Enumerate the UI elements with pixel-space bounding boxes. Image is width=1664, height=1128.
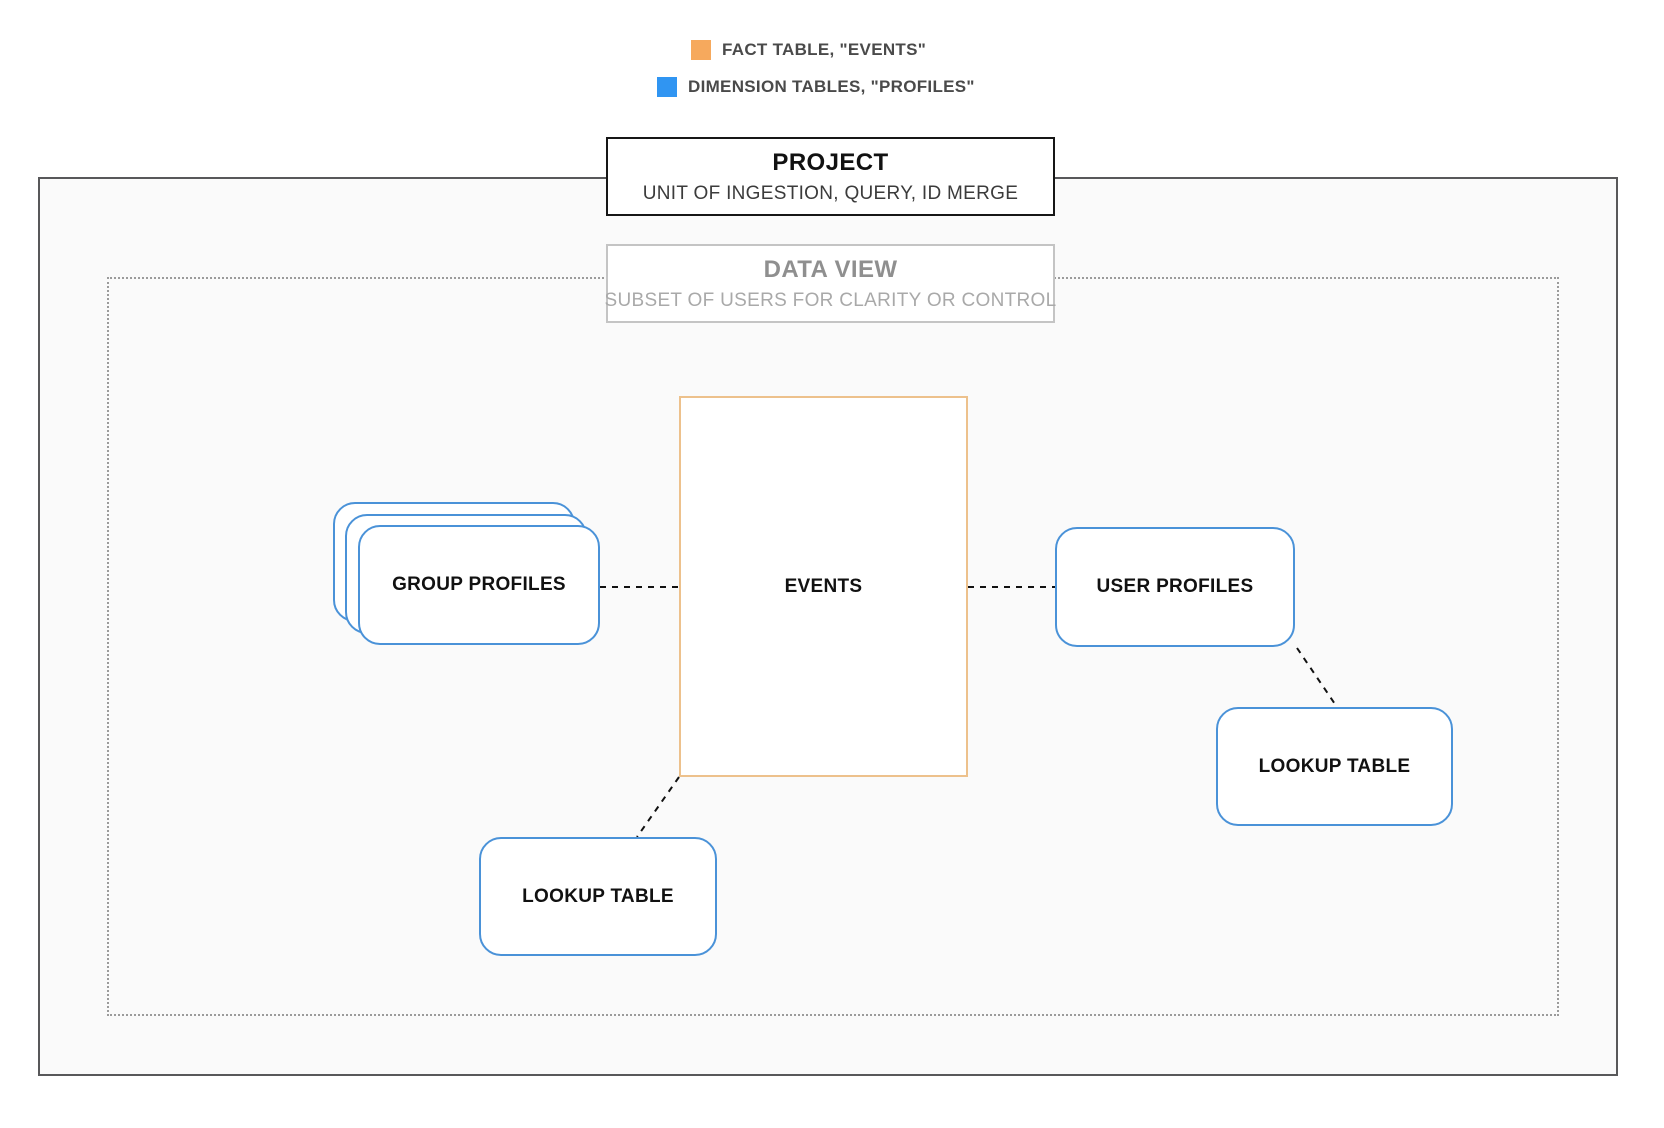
- node-user-profiles-label: USER PROFILES: [1096, 576, 1254, 597]
- node-lookup-table-right: LOOKUP TABLE: [1216, 707, 1453, 826]
- data-view-title: DATA VIEW: [763, 256, 898, 283]
- node-group-profiles-label: GROUP PROFILES: [392, 574, 566, 595]
- legend-item-fact-table: FACT TABLE, "EVENTS": [691, 38, 926, 62]
- data-view-label-box: DATA VIEW SUBSET OF USERS FOR CLARITY OR…: [604, 244, 1057, 323]
- node-lookup-table-right-label: LOOKUP TABLE: [1258, 755, 1411, 777]
- node-user-profiles: USER PROFILES: [1055, 527, 1295, 647]
- node-group-profiles: GROUP PROFILES: [358, 525, 600, 645]
- legend-item-dimension-tables: DIMENSION TABLES, "PROFILES": [657, 75, 975, 99]
- project-subtitle: UNIT OF INGESTION, QUERY, ID MERGE: [642, 183, 1019, 204]
- data-view-subtitle: SUBSET OF USERS FOR CLARITY OR CONTROL: [604, 290, 1057, 311]
- legend-label-dimension-tables: DIMENSION TABLES, "PROFILES": [688, 77, 975, 96]
- node-lookup-table-bottom: LOOKUP TABLE: [479, 837, 717, 956]
- node-lookup-table-bottom-label: LOOKUP TABLE: [522, 885, 674, 907]
- node-events: EVENTS: [679, 396, 968, 777]
- project-label-box: PROJECT UNIT OF INGESTION, QUERY, ID MER…: [606, 137, 1055, 216]
- fact-table-swatch-icon: [691, 40, 711, 60]
- project-title: PROJECT: [772, 149, 889, 176]
- node-events-label: EVENTS: [784, 575, 863, 597]
- legend-label-fact-table: FACT TABLE, "EVENTS": [722, 40, 927, 59]
- dimension-tables-swatch-icon: [657, 77, 677, 97]
